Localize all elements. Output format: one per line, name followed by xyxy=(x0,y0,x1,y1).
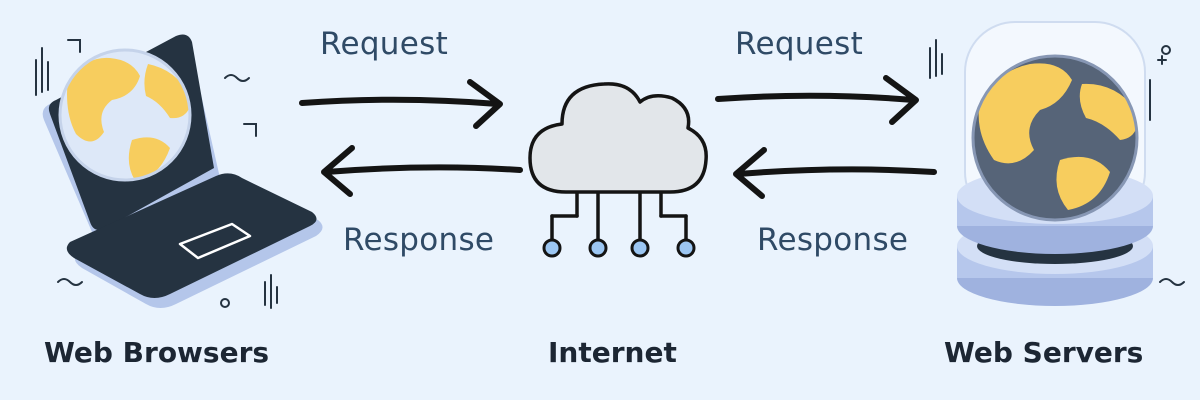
right-request-label: Request xyxy=(735,26,864,62)
web-browsers-label: Web Browsers xyxy=(44,336,270,369)
server-to-internet-response-arrow xyxy=(733,147,937,199)
right-response-label: Response xyxy=(757,222,909,258)
left-request-label: Request xyxy=(320,26,449,62)
laptop-globe-icon xyxy=(35,34,323,309)
internet-to-browser-response-arrow xyxy=(321,145,523,197)
left-response-label: Response xyxy=(343,222,495,258)
internet-to-server-request-arrow xyxy=(715,75,919,125)
cloud-network-icon xyxy=(528,82,708,258)
server-globe-icon xyxy=(929,21,1185,306)
internet-label: Internet xyxy=(548,336,677,369)
web-servers-label: Web Servers xyxy=(944,336,1144,369)
browser-to-internet-request-arrow xyxy=(299,79,503,129)
